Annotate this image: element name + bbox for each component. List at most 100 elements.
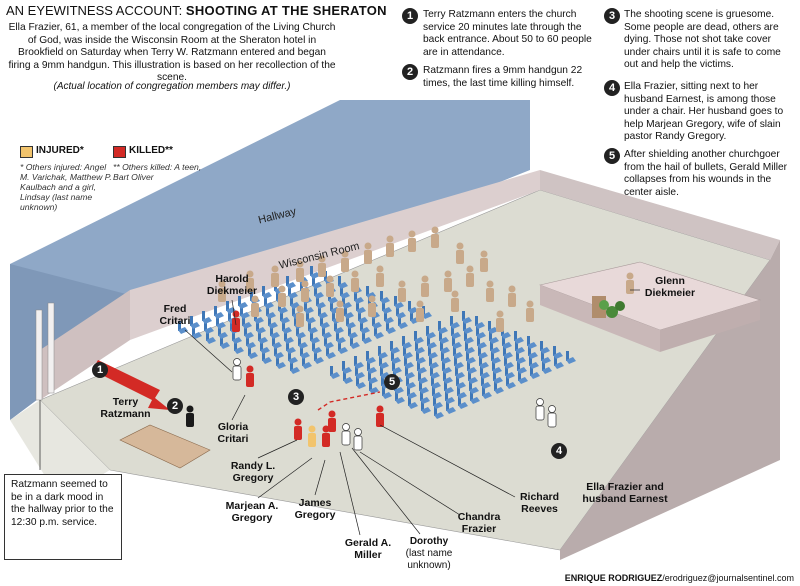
chair: [368, 371, 378, 384]
label-dorothy-name: Dorothy: [409, 536, 449, 547]
disclaimer-note: (Actual location of congregation members…: [53, 81, 291, 92]
legend-killed-label: KILLED**: [129, 145, 173, 156]
chair: [488, 321, 498, 334]
chair: [407, 386, 417, 399]
chair: [404, 356, 414, 369]
chair: [480, 366, 490, 379]
chair: [398, 316, 408, 329]
chair: [515, 341, 525, 354]
chair: [408, 396, 418, 409]
chair: [288, 351, 298, 364]
chair: [444, 381, 454, 394]
person-figure: [486, 280, 494, 302]
chair: [491, 351, 501, 364]
map-marker-5: 5: [384, 374, 400, 390]
chair: [306, 311, 316, 324]
chair: [314, 286, 324, 299]
person-figure: [444, 270, 452, 292]
chair: [453, 346, 463, 359]
stage-front: [540, 285, 660, 352]
intro-text: Ella Frazier, 61, a member of the local …: [8, 22, 336, 83]
chair: [369, 381, 379, 394]
label-richard: Richard Reeves: [519, 491, 560, 515]
headline-title: SHOOTING AT THE SHERATON: [185, 3, 387, 18]
step-5-text: After shielding another churchgoer from …: [624, 149, 788, 198]
chair: [468, 371, 478, 384]
person-figure: [421, 275, 429, 297]
person-figure: [341, 250, 349, 272]
chair: [391, 351, 401, 364]
chair: [452, 336, 462, 349]
person-figure: [296, 305, 304, 327]
chair: [360, 321, 370, 334]
chair: [469, 381, 479, 394]
person-figure: [466, 265, 474, 287]
person-figure: [318, 255, 326, 277]
chair: [458, 396, 468, 409]
chair: [242, 316, 252, 329]
person-figure: [431, 226, 439, 248]
chair: [310, 266, 320, 279]
chair: [462, 311, 472, 324]
person-figure: [232, 358, 242, 381]
person-figure: [480, 250, 488, 272]
label-dorothy: Dorothy(last name unknown): [394, 536, 464, 572]
chair: [343, 371, 353, 384]
chair: [266, 306, 276, 319]
chair: [477, 336, 487, 349]
chair: [320, 316, 330, 329]
chair: [414, 331, 424, 344]
chair: [280, 311, 290, 324]
chair: [456, 376, 466, 389]
chair: [366, 351, 376, 364]
chair: [284, 331, 294, 344]
person-figure: [308, 425, 316, 447]
chair: [308, 321, 318, 334]
chair: [465, 341, 475, 354]
chair: [338, 341, 348, 354]
person-figure: [398, 280, 406, 302]
chair: [421, 401, 431, 414]
chair: [314, 351, 324, 364]
chair: [256, 321, 266, 334]
chair: [362, 331, 372, 344]
chair: [541, 351, 551, 364]
chair: [350, 336, 360, 349]
chair: [514, 331, 524, 344]
step-1-text: Terry Ratzmann enters the church service…: [423, 9, 592, 58]
chair: [478, 346, 488, 359]
chair: [466, 351, 476, 364]
chair: [553, 346, 563, 359]
chair: [417, 361, 427, 374]
chair: [372, 316, 382, 329]
chair: [382, 386, 392, 399]
person-figure: [535, 398, 545, 421]
chair: [396, 306, 406, 319]
chair: [312, 276, 322, 289]
person-figure: [416, 300, 424, 322]
chair: [304, 301, 314, 314]
chair: [298, 336, 308, 349]
chair: [330, 366, 340, 379]
chair: [262, 286, 272, 299]
chair: [326, 346, 336, 359]
chair: [420, 391, 430, 404]
chair: [454, 356, 464, 369]
chair: [450, 316, 460, 329]
chair: [382, 301, 392, 314]
chair: [542, 361, 552, 374]
chair: [214, 306, 224, 319]
chair: [354, 291, 364, 304]
credit-name: ENRIQUE RODRIGUEZ: [564, 573, 663, 583]
chair: [312, 341, 322, 354]
label-ella: Ella Frazier and husband Earnest: [582, 481, 668, 505]
chair: [310, 331, 320, 344]
chair: [530, 366, 540, 379]
chair: [216, 316, 226, 329]
person-figure: [341, 423, 351, 446]
chair: [419, 381, 429, 394]
chair: [438, 321, 448, 334]
chair: [482, 386, 492, 399]
step-4-marker: 4: [604, 80, 620, 96]
room-front-wall: [560, 240, 780, 560]
